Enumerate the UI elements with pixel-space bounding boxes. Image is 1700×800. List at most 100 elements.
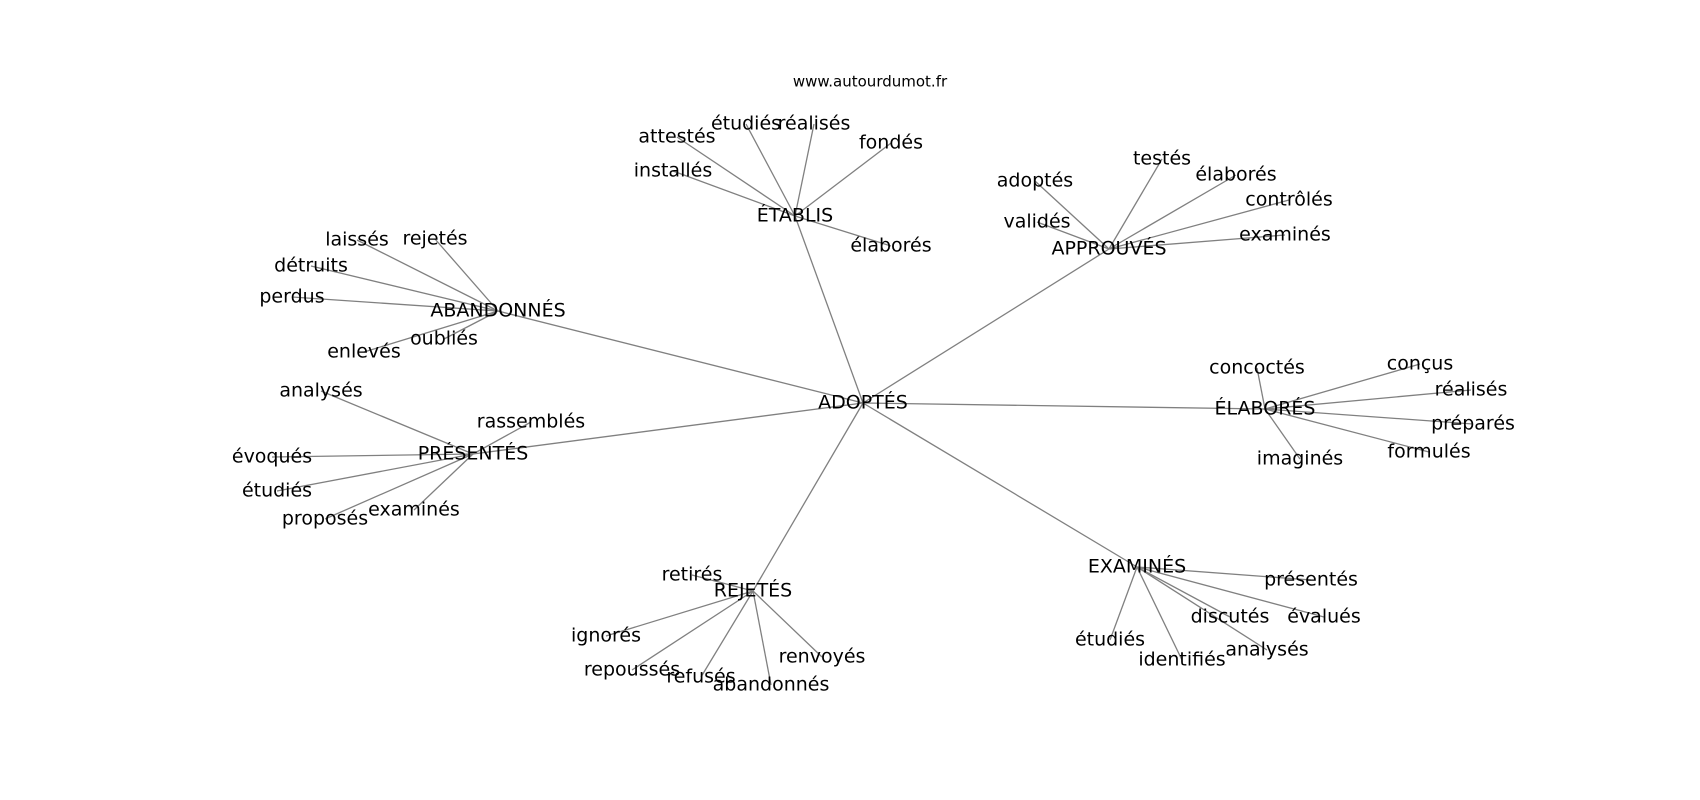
leaf-node[interactable]: ignorés [571,625,641,647]
cluster-node[interactable]: REJETÉS [714,579,793,602]
center-node[interactable]: ADOPTÉS [818,391,908,414]
leaf-node[interactable]: analysés [1225,639,1308,661]
edge-center-5 [752,402,864,592]
edge-cluster-4-leaf-1 [1264,363,1421,410]
cluster-node[interactable]: ÉTABLIS [757,204,833,227]
leaf-node[interactable]: étudiés [242,480,312,502]
leaf-node[interactable]: élaborés [850,235,931,257]
leaf-node[interactable]: installés [634,160,712,182]
edge-cluster-2-leaf-4 [443,310,499,340]
edge-cluster-6-leaf-0 [1136,566,1312,581]
edge-cluster-5-leaf-5 [752,590,823,658]
cluster-node[interactable]: PRÉSENTÉS [418,442,529,465]
leaf-node[interactable]: attestés [638,126,715,148]
leaf-node[interactable]: présentés [1264,569,1358,591]
leaf-node[interactable]: perdus [259,286,324,308]
leaf-node[interactable]: formulés [1387,441,1470,463]
edge-cluster-6-leaf-5 [1109,566,1138,641]
edge-cluster-3-leaf-4 [413,453,474,511]
edge-cluster-5-leaf-2 [631,590,754,671]
leaf-node[interactable]: étudiés [711,113,781,135]
edge-cluster-3-leaf-1 [472,421,532,455]
edge-cluster-5-leaf-0 [691,574,754,592]
leaf-node[interactable]: examinés [368,499,460,521]
edge-cluster-1-leaf-0 [1034,180,1110,250]
edge-cluster-3-leaf-5 [324,453,474,520]
edge-cluster-4-leaf-2 [1264,389,1472,410]
edge-cluster-2-leaf-1 [434,238,499,312]
edge-cluster-3-leaf-0 [320,390,474,455]
edge-cluster-4-leaf-5 [1264,408,1301,460]
edge-cluster-6-leaf-3 [1136,566,1268,651]
edge-cluster-2-leaf-5 [363,310,499,353]
leaf-node[interactable]: réalisés [778,113,851,135]
edge-cluster-5-leaf-1 [605,590,754,637]
leaf-node[interactable]: imaginés [1257,448,1343,470]
leaf-node[interactable]: renvoyés [779,646,866,668]
edge-center-4 [862,402,1266,410]
cluster-node[interactable]: EXAMINÉS [1088,555,1186,578]
edge-center-0 [794,215,864,404]
leaf-node[interactable]: examinés [1239,224,1331,246]
edge-cluster-2-leaf-2 [310,265,499,312]
leaf-node[interactable]: proposés [282,508,368,530]
leaf-node[interactable]: laissés [325,229,389,251]
leaf-node[interactable]: identifiés [1138,649,1225,671]
edge-cluster-0-leaf-4 [672,170,796,217]
leaf-node[interactable]: fondés [859,132,923,154]
edge-cluster-1-leaf-5 [1108,234,1286,250]
graph-edges [271,123,1474,686]
edge-cluster-1-leaf-1 [1108,158,1163,250]
edge-cluster-5-leaf-3 [700,590,754,678]
edge-cluster-3-leaf-2 [271,453,474,458]
edge-cluster-0-leaf-0 [676,136,796,217]
leaf-node[interactable]: enlevés [327,341,401,363]
leaf-node[interactable]: retirés [662,564,723,586]
leaf-node[interactable]: testés [1133,148,1191,170]
watermark-text[interactable]: www.autourdumot.fr [793,73,948,91]
edge-center-1 [862,248,1110,404]
edge-cluster-5-leaf-4 [752,590,772,686]
edge-cluster-3-leaf-3 [276,453,474,492]
edge-cluster-6-leaf-1 [1136,566,1231,618]
edge-cluster-4-leaf-4 [1264,408,1430,453]
edge-cluster-2-leaf-0 [356,239,499,312]
cluster-node[interactable]: ÉLABORÉS [1215,397,1316,420]
leaf-node[interactable]: discutés [1191,606,1270,628]
leaf-node[interactable]: oubliés [410,328,478,350]
edge-cluster-1-leaf-4 [1036,221,1110,250]
leaf-node[interactable]: élaborés [1195,164,1276,186]
edge-cluster-6-leaf-4 [1136,566,1183,661]
edge-cluster-0-leaf-5 [794,215,892,247]
edge-cluster-2-leaf-3 [291,296,499,312]
leaf-node[interactable]: préparés [1431,413,1515,435]
edge-cluster-4-leaf-0 [1256,367,1266,410]
leaf-node[interactable]: étudiés [1075,629,1145,651]
leaf-node[interactable]: repoussés [584,659,680,681]
leaf-node[interactable]: réalisés [1435,379,1508,401]
leaf-node[interactable]: évalués [1287,606,1361,628]
edge-center-6 [862,402,1138,568]
leaf-node[interactable]: contrôlés [1245,189,1332,211]
edge-cluster-1-leaf-3 [1108,199,1290,250]
leaf-node[interactable]: rassemblés [477,411,585,433]
leaf-node[interactable]: refusés [666,666,735,688]
leaf-node[interactable]: analysés [279,380,362,402]
leaf-node[interactable]: conçus [1387,353,1454,375]
leaf-node[interactable]: concoctés [1209,357,1305,379]
leaf-node[interactable]: validés [1003,211,1070,233]
edge-center-2 [497,310,864,404]
edge-cluster-4-leaf-3 [1264,408,1474,425]
leaf-node[interactable]: adoptés [997,170,1073,192]
cluster-node[interactable]: APPROUVÉS [1051,237,1166,260]
cluster-node[interactable]: ABANDONNÉS [430,299,565,322]
leaf-node[interactable]: détruits [274,255,348,277]
leaf-node[interactable]: abandonnés [713,674,830,696]
edge-cluster-0-leaf-3 [794,142,892,217]
edge-cluster-1-leaf-2 [1108,174,1237,250]
edge-center-3 [472,402,864,455]
edge-cluster-0-leaf-1 [745,123,796,217]
leaf-node[interactable]: évoqués [232,446,312,468]
leaf-node[interactable]: rejetés [402,228,467,250]
